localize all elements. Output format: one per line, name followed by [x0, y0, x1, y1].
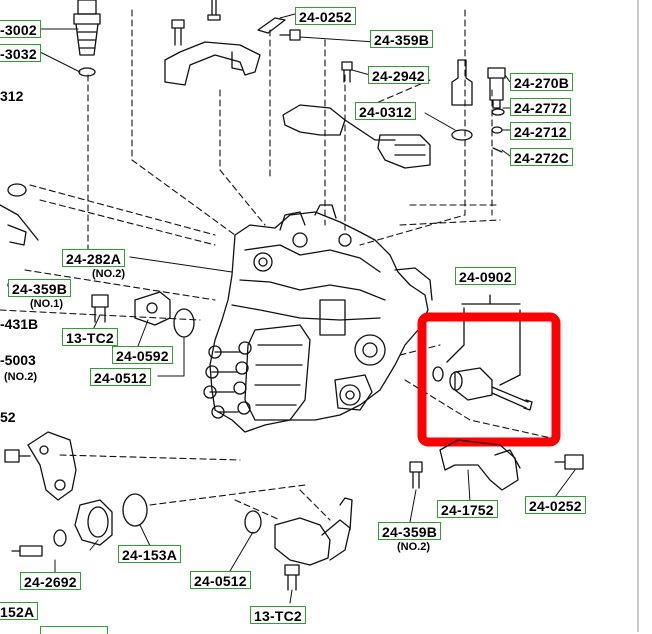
part-label-24-272c: 24-272C	[510, 148, 574, 166]
part-label-24-0512-left: 24-0512	[90, 368, 151, 386]
timer-sensor-part	[274, 497, 353, 591]
part-label-24-2692: 24-2692	[20, 572, 81, 590]
part-label-24-0312: 24-0312	[355, 102, 416, 120]
top-bolts	[171, 0, 353, 83]
left-hardware	[0, 183, 195, 338]
lower-bracket	[409, 439, 584, 491]
part-label-24-0592: 24-0592	[112, 346, 173, 364]
note-no2-c: (NO.2)	[397, 541, 430, 553]
label-stub-bottom	[40, 626, 108, 634]
connector-part	[282, 104, 473, 169]
part-label-24-0512-bottom: 24-0512	[190, 571, 251, 589]
top-bracket	[164, 17, 286, 86]
glow-plug-part	[73, 0, 101, 77]
part-label-431b: -431B	[0, 316, 39, 332]
highlight-box	[417, 312, 561, 447]
note-no2-b: (NO.2)	[4, 371, 37, 383]
part-label-152a: 152A	[0, 602, 39, 620]
note-no1: (NO.1)	[30, 298, 63, 310]
part-label-3032: -3032	[0, 44, 41, 62]
part-label-24-2942: 24-2942	[368, 66, 429, 84]
part-label-13-tc2-left: 13-TC2	[62, 328, 118, 346]
part-label-24-359b-bottom: 24-359B	[378, 522, 442, 540]
injection-pump-body	[203, 204, 433, 433]
part-label-24-0252-top: 24-0252	[295, 7, 356, 25]
part-label-24-2772: 24-2772	[510, 98, 571, 116]
part-label-24-2712: 24-2712	[510, 122, 571, 140]
part-label-24-282a: 24-282A	[62, 249, 126, 267]
part-label-312: 312	[0, 88, 24, 104]
lever-part	[4, 431, 77, 501]
part-label-5003: -5003	[0, 352, 36, 368]
leader-lines	[0, 9, 561, 521]
part-label-24-359b-top: 24-359B	[370, 30, 434, 48]
cutoff-solenoid-part	[432, 294, 533, 411]
part-label-3002: -3002	[0, 20, 41, 38]
lower-seals	[11, 493, 262, 557]
part-label-24-270b: 24-270B	[510, 73, 574, 91]
stud-parts-right	[451, 59, 506, 153]
part-label-52: 52	[0, 409, 16, 425]
note-no2-a: (NO.2)	[92, 268, 125, 280]
part-label-24-0252-right: 24-0252	[525, 496, 586, 514]
part-label-13-tc2-bottom: 13-TC2	[250, 606, 306, 624]
part-label-24-153a: 24-153A	[118, 545, 182, 563]
part-label-24-0902: 24-0902	[455, 267, 516, 285]
part-label-24-359b-left: 24-359B	[8, 279, 72, 297]
part-label-24-1752: 24-1752	[437, 500, 498, 518]
